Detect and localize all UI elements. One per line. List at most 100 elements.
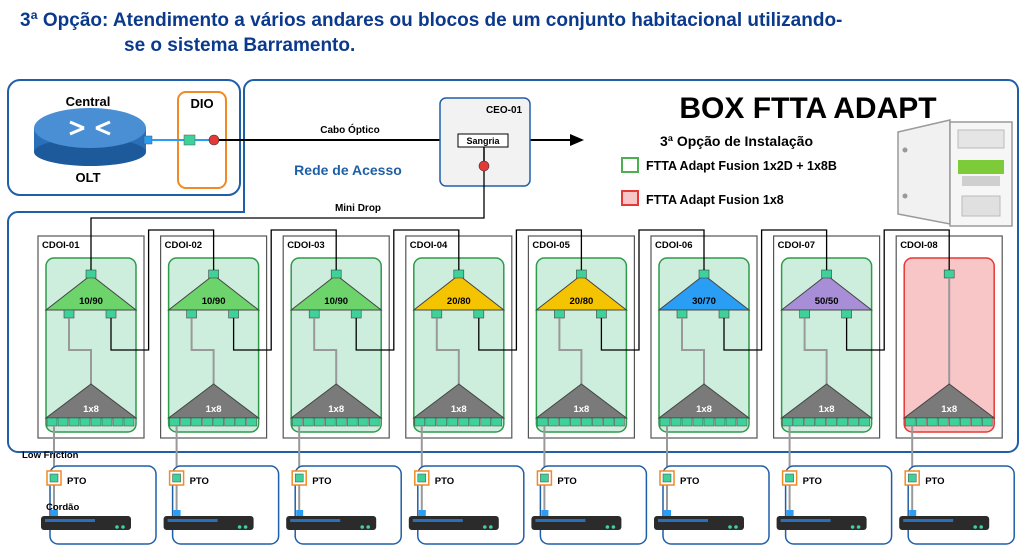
splitter-1x8-port — [826, 417, 837, 427]
splitter-ratio-label: 10/90 — [79, 296, 103, 307]
splitter-1x8-port — [782, 417, 793, 427]
ceo-splice-dot — [478, 160, 490, 172]
splitter-1x2-triangle — [534, 274, 628, 311]
splitter-1x2-triangle — [167, 274, 261, 311]
splitter-1x8-port — [725, 417, 737, 427]
splitter-1x8-port — [970, 417, 982, 427]
onu-led — [121, 525, 125, 529]
bus-fiber — [723, 229, 828, 351]
splitter-output-port — [473, 309, 485, 319]
pto-unit-box — [417, 465, 525, 545]
splitter-1x8-port — [548, 417, 559, 427]
onu-led — [728, 525, 732, 529]
central-label: Central — [66, 94, 111, 109]
pto-label: PTO — [312, 476, 331, 487]
splitter-ratio-label: 30/70 — [692, 296, 716, 307]
splitter-1x8-label: 1x8 — [206, 404, 222, 415]
legend-label-fusion-1x2d: FTTA Adapt Fusion 1x2D + 1x8B — [646, 159, 837, 173]
splitter-input-port — [698, 269, 710, 279]
onu-light-strip — [45, 519, 95, 522]
onu-port — [418, 510, 426, 516]
dio-splice-dot — [208, 134, 220, 146]
page-title: 3ª Opção: Atendimento a vários andares o… — [20, 8, 1010, 58]
splitter-input-port — [453, 269, 465, 279]
splitter-output-port — [63, 309, 75, 319]
sangria-box — [457, 133, 509, 148]
title-line-2: se o sistema Barramento. — [124, 35, 356, 56]
splitter-1x8-port — [592, 417, 603, 427]
splitter-1x8-port — [837, 417, 848, 427]
bus-fiber — [478, 229, 583, 351]
bus-fiber — [110, 229, 215, 351]
splitter-1x8-port — [848, 417, 859, 427]
splitter-1x8-port — [537, 417, 548, 427]
pto-connector — [294, 473, 304, 483]
onu-light-strip — [167, 519, 218, 522]
splitter-1x8-label: 1x8 — [573, 404, 589, 415]
splitter-output-port — [186, 309, 197, 319]
splitter-1x8-port — [368, 417, 380, 427]
onu-led — [850, 525, 855, 529]
splitter-1x8-port — [346, 417, 358, 427]
splitter-1x8-port — [458, 417, 470, 427]
pto-label: PTO — [925, 476, 944, 487]
rede-label: Rede de Acesso — [294, 162, 402, 178]
splitter-input-port — [85, 269, 97, 279]
pto-connector — [417, 473, 427, 483]
pto-label: PTO — [803, 476, 822, 487]
splitter-1x8-port — [614, 417, 625, 427]
ftta-box-illustration — [897, 119, 1013, 227]
pto-unit-box — [907, 465, 1015, 545]
onu-led — [973, 525, 977, 529]
onu-light-strip — [780, 519, 831, 522]
splitter-1x8-port — [79, 417, 91, 427]
splitter-input-port — [943, 269, 955, 279]
olt-label: OLT — [75, 170, 100, 185]
ceo-label: CEO-01 — [486, 105, 523, 116]
mini-drop-fiber — [90, 171, 485, 270]
pto-label: PTO — [557, 476, 576, 487]
pto-label: PTO — [190, 476, 209, 487]
onu-led — [115, 525, 119, 529]
pto-unit-box — [784, 465, 893, 545]
internal-fiber — [558, 318, 583, 384]
splitter-1x8-port — [559, 417, 570, 427]
splitter-1x8-port — [313, 417, 325, 427]
splitter-1x8-port — [859, 417, 870, 427]
dio-connector — [183, 134, 196, 146]
onu-light-strip — [903, 519, 954, 522]
splitter-1x8-port — [202, 417, 213, 427]
splitter-1x2-triangle — [412, 274, 506, 311]
legend-swatch-fusion-1x8 — [621, 190, 639, 206]
splitter-1x8-port — [469, 417, 481, 427]
pto-connector — [785, 473, 794, 483]
splitter-1x8-label: 1x8 — [83, 404, 99, 415]
splitter-1x8-port — [169, 417, 180, 427]
onu-led — [734, 525, 738, 529]
cdoi-label: CDOI-06 — [655, 240, 692, 251]
splitter-ratio-label: 20/80 — [570, 296, 594, 307]
pto-label: PTO — [680, 476, 699, 487]
splitter-1x8-port — [302, 417, 314, 427]
onu-port — [51, 510, 58, 516]
cdoi-label: CDOI-01 — [42, 240, 80, 251]
router-icon — [34, 108, 146, 166]
splitter-output-port — [596, 309, 607, 319]
onu-port — [664, 510, 671, 516]
splitter-1x8-port — [90, 417, 102, 427]
splitter-1x8-port — [670, 417, 682, 427]
splitter-1x8-label: 1x8 — [696, 404, 712, 415]
pto-label: PTO — [67, 476, 86, 487]
splitter-1x8-port — [480, 417, 492, 427]
splitter-1x8-port — [904, 417, 916, 427]
internal-fiber — [313, 318, 338, 384]
onu-light-strip — [412, 519, 463, 522]
splitter-1x8-port — [123, 417, 135, 427]
splitter-1x8-port — [804, 417, 815, 427]
splitter-1x8-label: 1x8 — [819, 404, 835, 415]
splitter-output-port — [105, 309, 117, 319]
splitter-1x8-port — [959, 417, 971, 427]
splitter-ratio-label: 10/90 — [324, 296, 348, 307]
pto-unit-box — [539, 465, 648, 545]
